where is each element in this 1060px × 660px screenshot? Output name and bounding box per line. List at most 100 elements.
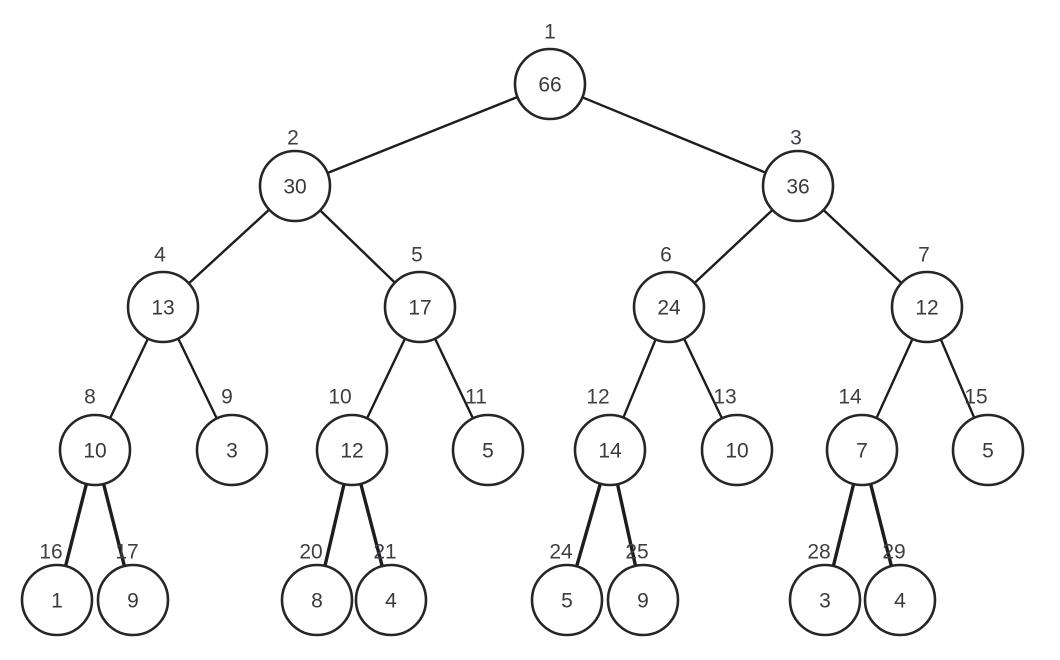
node-circle[interactable]	[195, 413, 269, 487]
node-circle[interactable]	[513, 47, 587, 121]
tree-node[interactable]: 10 12	[315, 386, 389, 487]
node-index-label: 6	[660, 244, 672, 267]
tree-edge	[682, 337, 724, 420]
node-value-label: 9	[637, 590, 649, 613]
tree-node[interactable]: 25 9	[606, 541, 680, 637]
node-value-label: 30	[283, 176, 306, 199]
node-index-label: 12	[586, 386, 609, 409]
node-circle[interactable]	[126, 270, 200, 344]
node-index-label: 13	[713, 386, 736, 409]
node-circle[interactable]	[788, 563, 862, 637]
node-circle[interactable]	[573, 413, 647, 487]
tree-node[interactable]: 93	[195, 386, 269, 487]
node-index-label: 4	[154, 244, 166, 267]
tree-node[interactable]: 11 5	[451, 386, 525, 487]
tree-node[interactable]: 712	[890, 244, 964, 344]
node-value-label: 3	[819, 590, 831, 613]
tree-edge	[323, 482, 346, 568]
tree-edge	[318, 209, 397, 284]
tree-edge	[831, 482, 856, 568]
node-value-label: 7	[856, 440, 868, 463]
node-index-label: 9	[221, 386, 233, 409]
node-index-label: 11	[465, 386, 487, 409]
node-value-label: 12	[340, 440, 363, 463]
tree-edge	[868, 482, 894, 568]
node-circle[interactable]	[632, 270, 706, 344]
node-circle[interactable]	[20, 563, 94, 637]
tree-node[interactable]: 517	[383, 244, 457, 344]
node-circle[interactable]	[451, 413, 525, 487]
node-circle[interactable]	[863, 563, 937, 637]
tree-edge	[615, 482, 638, 568]
node-value-label: 5	[482, 440, 494, 463]
node-circle[interactable]	[530, 563, 604, 637]
tree-node[interactable]: 29 4	[863, 541, 937, 637]
tree-node[interactable]: 161	[20, 541, 94, 637]
node-circle[interactable]	[58, 413, 132, 487]
node-circle[interactable]	[383, 270, 457, 344]
tree-node[interactable]: 413	[126, 244, 200, 344]
node-layer: 1662303364135176247128109310121151214131…	[20, 21, 1025, 637]
node-value-label: 4	[385, 590, 397, 613]
node-circle[interactable]	[280, 563, 354, 637]
node-circle[interactable]	[825, 413, 899, 487]
node-circle[interactable]	[951, 413, 1025, 487]
tree-edge	[326, 95, 519, 175]
node-index-label: 1	[544, 21, 556, 44]
tree-node[interactable]: 24 5	[530, 541, 604, 637]
node-circle[interactable]	[606, 563, 680, 637]
node-circle[interactable]	[96, 563, 170, 637]
tree-node[interactable]: 6 24	[632, 244, 706, 344]
tree-node[interactable]: 336	[761, 127, 835, 223]
node-value-label: 66	[538, 74, 561, 97]
tree-node[interactable]: 810	[58, 386, 132, 487]
node-circle[interactable]	[890, 270, 964, 344]
node-circle[interactable]	[700, 413, 774, 487]
tree-node[interactable]: 12 14	[573, 386, 647, 487]
tree-edge	[433, 337, 475, 420]
tree-edge	[875, 337, 914, 420]
tree-edge	[187, 208, 271, 285]
node-circle[interactable]	[258, 149, 332, 223]
tree-node[interactable]: 2 30	[258, 127, 332, 223]
tree-edge	[359, 482, 384, 568]
node-index-label: 16	[39, 541, 62, 564]
edge-layer	[63, 95, 976, 569]
node-value-label: 10	[83, 440, 106, 463]
tree-node[interactable]: 208	[280, 541, 354, 637]
node-value-label: 36	[786, 176, 809, 199]
tree-edge	[822, 208, 903, 285]
tree-edge	[101, 482, 127, 568]
node-index-label: 10	[328, 386, 351, 409]
node-value-label: 14	[598, 440, 622, 463]
tree-node[interactable]: 1 66	[513, 21, 587, 121]
node-circle[interactable]	[354, 563, 428, 637]
node-index-label: 29	[882, 541, 905, 564]
node-value-label: 4	[894, 590, 906, 613]
node-value-label: 8	[311, 590, 323, 613]
node-index-label: 21	[373, 541, 396, 564]
node-circle[interactable]	[761, 149, 835, 223]
tree-node[interactable]: 179	[96, 541, 170, 637]
tree-node[interactable]: 13 10	[700, 386, 774, 487]
node-index-label: 25	[625, 541, 648, 564]
node-index-label: 24	[549, 541, 573, 564]
tree-edge	[108, 337, 150, 420]
node-index-label: 7	[918, 244, 930, 267]
tree-edge	[365, 337, 407, 420]
node-value-label: 9	[127, 590, 139, 613]
tree-edge	[574, 481, 603, 569]
node-index-label: 2	[287, 127, 299, 150]
node-value-label: 5	[982, 440, 994, 463]
node-value-label: 10	[725, 440, 748, 463]
node-value-label: 24	[657, 297, 681, 320]
node-circle[interactable]	[315, 413, 389, 487]
node-value-label: 5	[561, 590, 573, 613]
tree-edge	[939, 337, 976, 420]
tree-node[interactable]: 147	[825, 386, 899, 487]
tree-node[interactable]: 21 4	[354, 541, 428, 637]
tree-node[interactable]: 155	[951, 386, 1025, 487]
tree-node[interactable]: 283	[788, 541, 862, 637]
tree-edge	[581, 96, 767, 174]
tree-edge	[622, 338, 657, 419]
